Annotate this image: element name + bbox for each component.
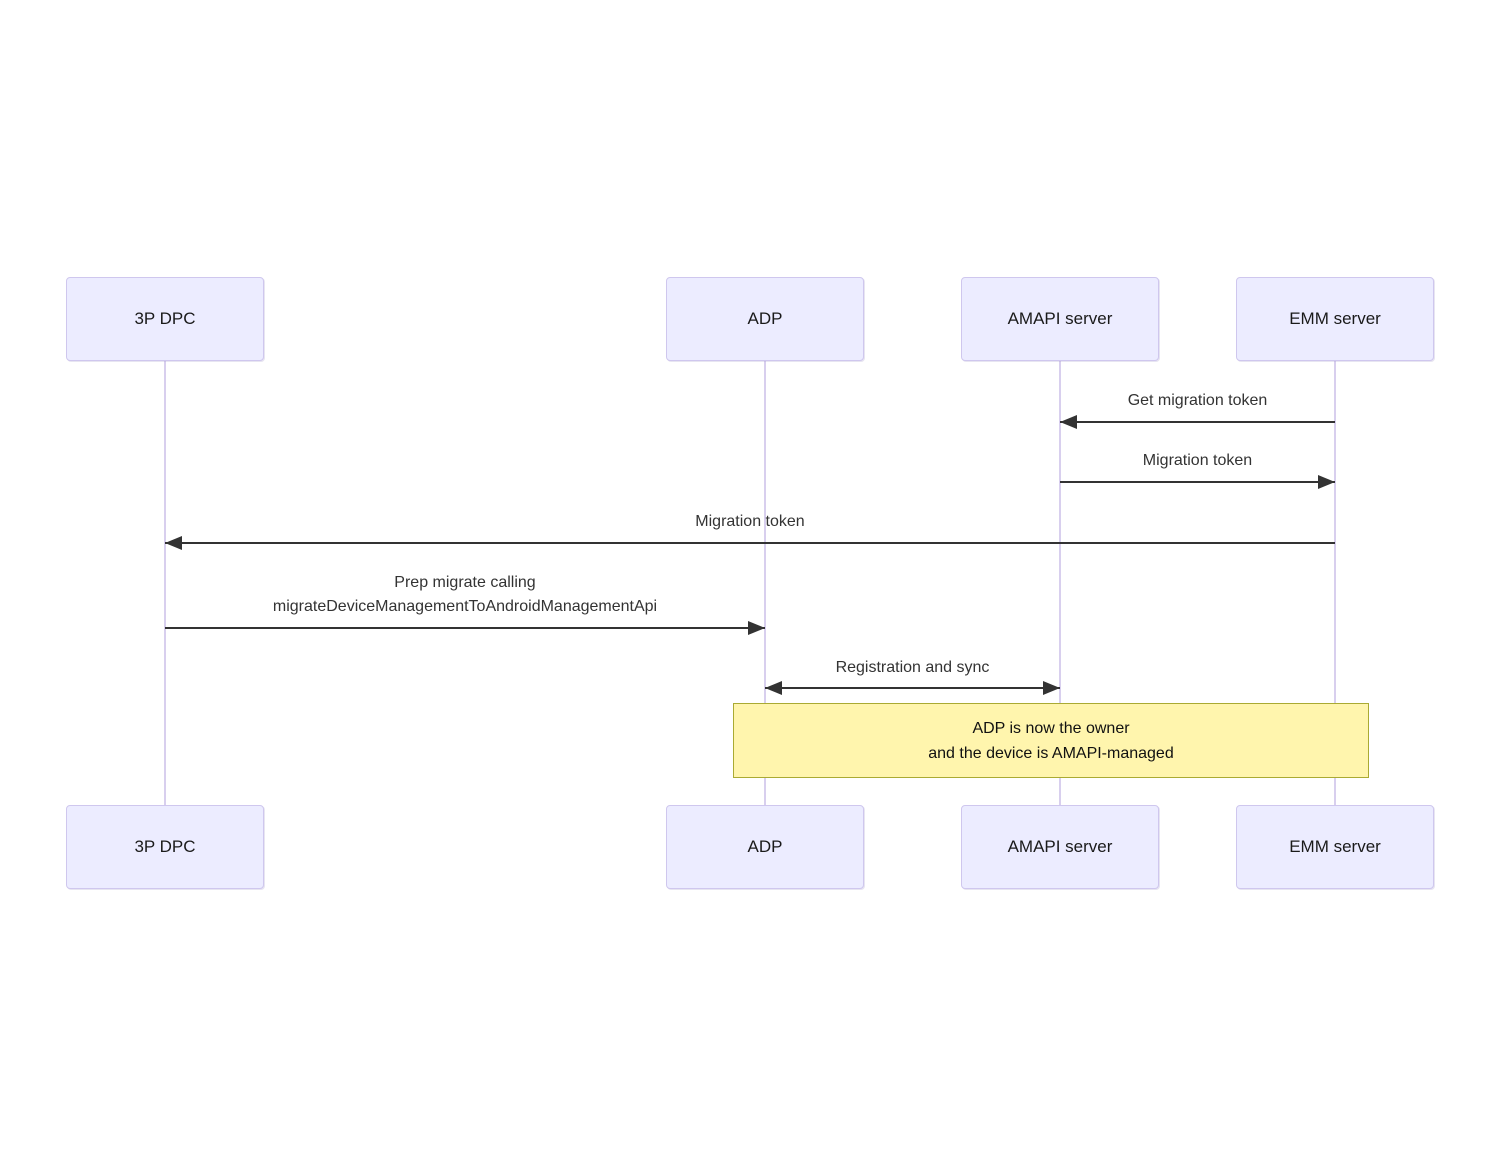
message-line <box>165 627 765 629</box>
message-label-line2: migrateDeviceManagementToAndroidManageme… <box>272 598 658 615</box>
note-line1: ADP is now the owner <box>972 719 1130 737</box>
actor-label: 3P DPC <box>134 837 196 856</box>
arrowhead-right-icon <box>1318 475 1335 489</box>
note-adp-owner: ADP is now the owner and the device is A… <box>733 703 1369 778</box>
arrowhead-left-icon <box>765 681 782 695</box>
message-line <box>765 687 1060 689</box>
arrowhead-left-icon <box>1060 415 1077 429</box>
message-prep-migrate-label: Prep migrate calling migrateDeviceManage… <box>165 571 765 619</box>
message-get-migration-token-label: Get migration token <box>1127 392 1268 409</box>
message-label-line1: Prep migrate calling <box>394 574 536 591</box>
lifeline-adp <box>764 361 766 805</box>
actor-label: EMM server <box>1289 309 1381 328</box>
lifeline-emm-server <box>1334 361 1336 805</box>
lifeline-3p-dpc <box>164 361 166 805</box>
actor-label: ADP <box>747 309 783 328</box>
arrowhead-left-icon <box>165 536 182 550</box>
actor-label: EMM server <box>1289 837 1381 856</box>
actor-bottom-3p-dpc: 3P DPC <box>66 805 264 889</box>
actor-bottom-amapi-server: AMAPI server <box>961 805 1159 889</box>
actor-bottom-emm-server: EMM server <box>1236 805 1434 889</box>
message-line <box>1060 481 1335 483</box>
actor-label: AMAPI server <box>1007 309 1113 328</box>
message-registration-sync-label: Registration and sync <box>835 659 990 676</box>
actor-bottom-adp: ADP <box>666 805 864 889</box>
actor-label: AMAPI server <box>1007 837 1113 856</box>
actor-top-amapi-server: AMAPI server <box>961 277 1159 361</box>
message-migration-token-label: Migration token <box>1142 452 1253 469</box>
arrowhead-right-icon <box>1043 681 1060 695</box>
arrowhead-right-icon <box>748 621 765 635</box>
actor-top-adp: ADP <box>666 277 864 361</box>
actor-label: 3P DPC <box>134 309 196 328</box>
lifeline-amapi-server <box>1059 361 1061 805</box>
message-line <box>165 542 1335 544</box>
actor-label: ADP <box>747 837 783 856</box>
message-migration-token-long-label: Migration token <box>695 513 805 530</box>
actor-top-emm-server: EMM server <box>1236 277 1434 361</box>
message-line <box>1060 421 1335 423</box>
actor-top-3p-dpc: 3P DPC <box>66 277 264 361</box>
note-line2: and the device is AMAPI-managed <box>928 744 1174 762</box>
